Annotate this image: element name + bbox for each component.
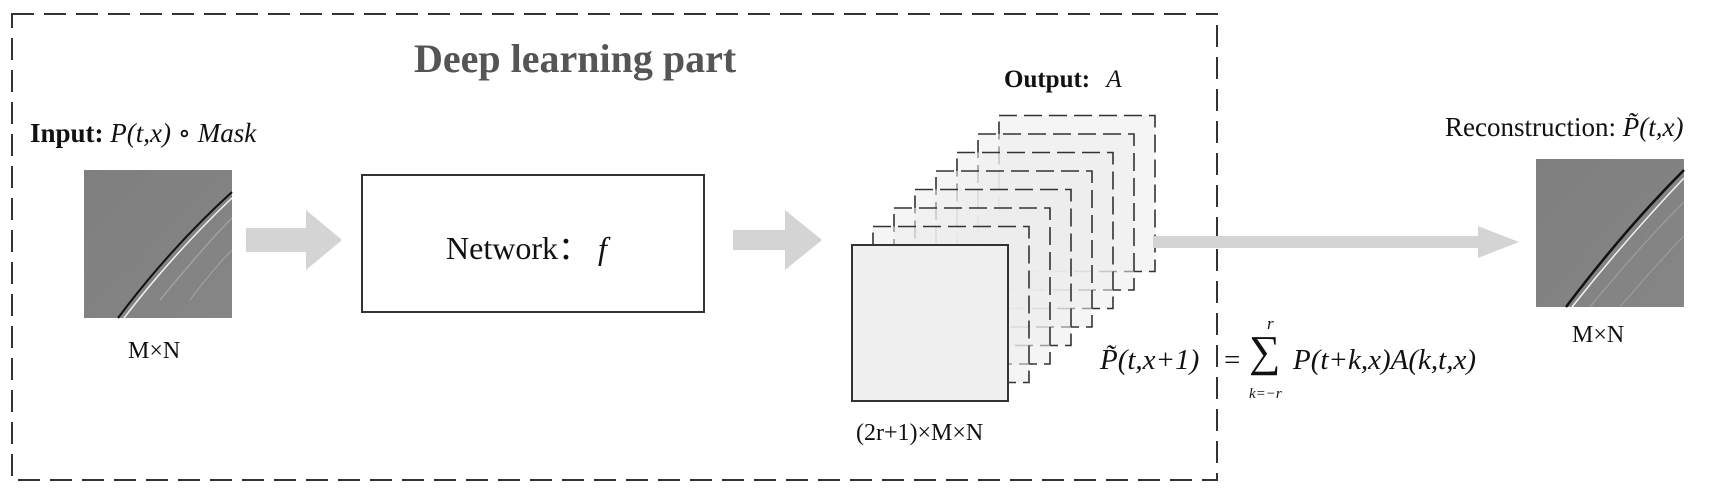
arrow-network-to-output [733, 210, 822, 270]
formula-sum-lower: k=−r [1249, 386, 1282, 402]
output-layer-stack [851, 114, 1156, 402]
network-label: Network： f [446, 223, 607, 269]
input-dims: M×N [128, 338, 181, 364]
network-label-text: Network： [446, 230, 590, 266]
output-label: Output: A [1004, 66, 1122, 94]
network-symbol: f [597, 230, 607, 266]
reconstruction-dims: M×N [1572, 322, 1625, 348]
formula-lhs: P̃(t,x+1) [1100, 344, 1200, 376]
output-label-bold: Output: [1004, 66, 1091, 93]
network-box [361, 174, 705, 313]
reconstruction-symbol: P̃(t,x) [1622, 112, 1684, 142]
input-seismic-image [84, 170, 233, 319]
reconstruction-label-text: Reconstruction: [1445, 112, 1616, 142]
output-symbol: A [1106, 66, 1122, 93]
output-layer-1 [851, 244, 1009, 402]
input-label-bold: Input: [30, 118, 104, 148]
formula-equals: = [1224, 344, 1241, 376]
reconstruction-seismic-image [1536, 159, 1685, 308]
input-label: Input: P(t,x) ∘ Mask [30, 118, 256, 149]
input-label-math: P(t,x) ∘ Mask [110, 118, 257, 148]
output-dims: (2r+1)×M×N [856, 420, 984, 446]
arrow-input-to-network [246, 210, 342, 270]
section-title: Deep learning part [414, 36, 737, 81]
formula-rhs: P(t+k,x)A(k,t,x) [1293, 344, 1476, 376]
deep-learning-boundary [11, 13, 1218, 481]
reconstruction-label: Reconstruction: P̃(t,x) [1445, 112, 1683, 143]
arrow-output-to-reconstruction [1153, 226, 1519, 258]
formula-sigma: ∑ [1249, 327, 1281, 376]
formula-sum-upper: r [1267, 314, 1274, 333]
